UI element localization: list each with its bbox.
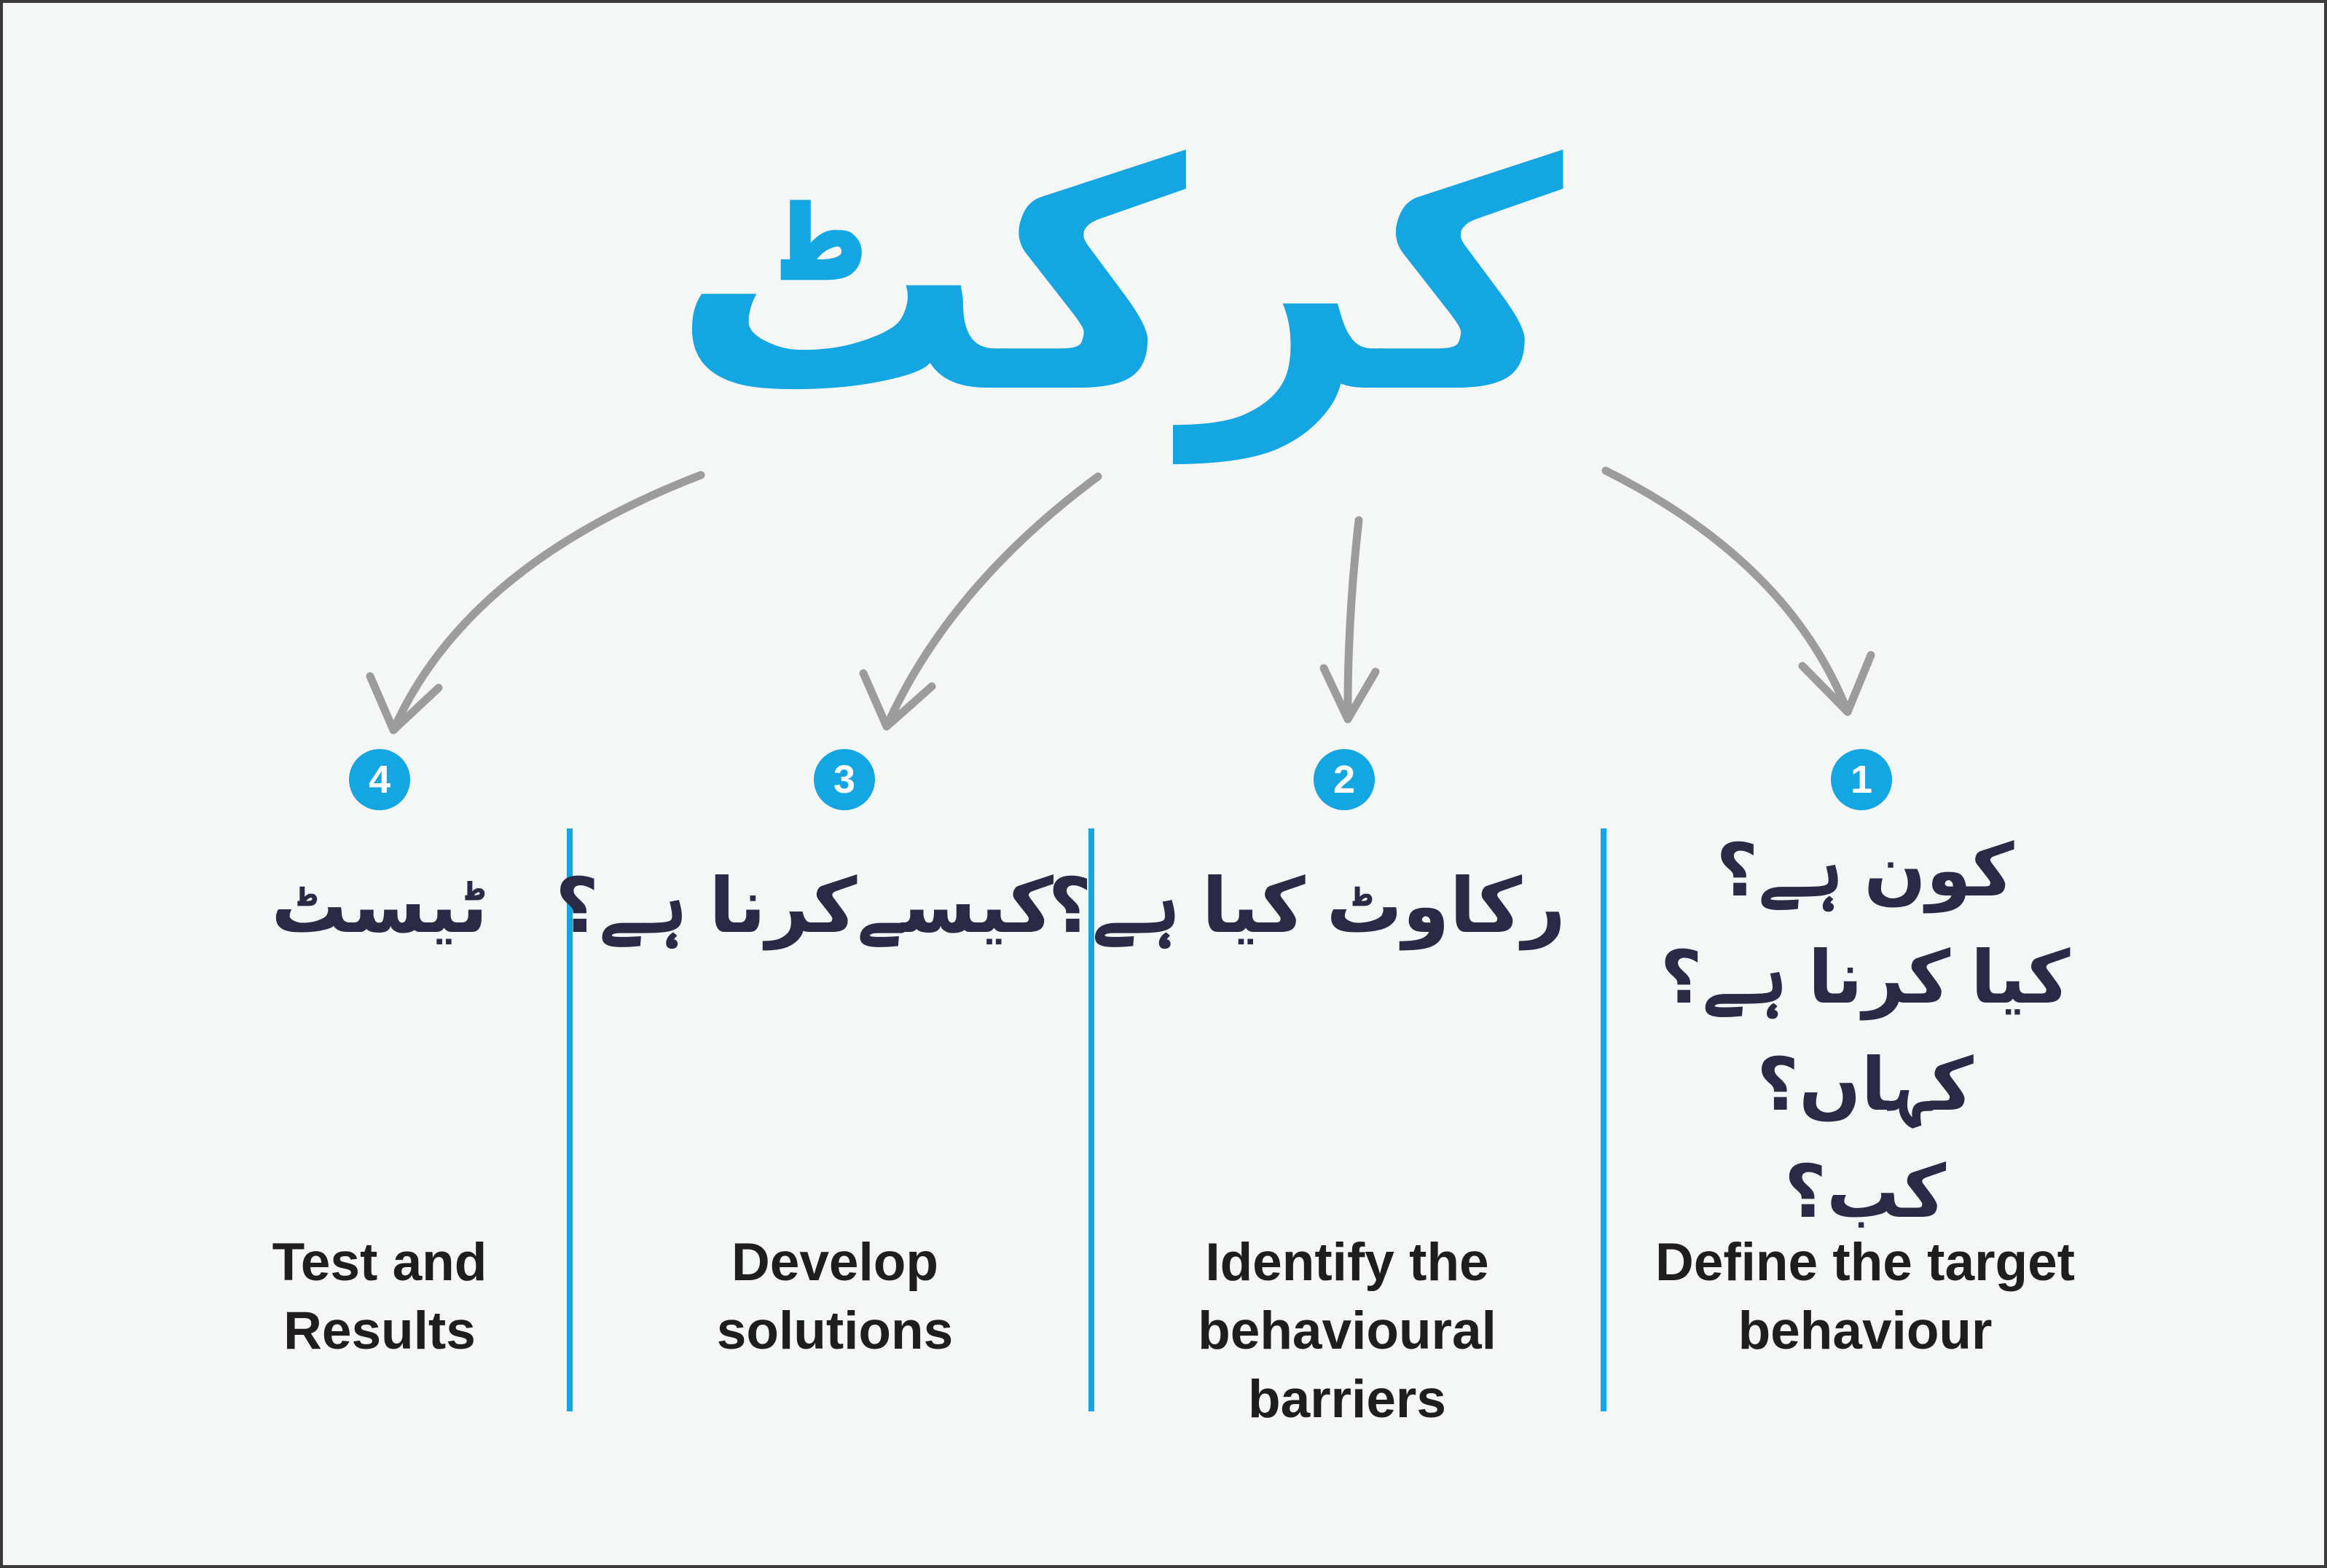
english-caption-step-3: Develop solutions <box>598 1228 1072 1365</box>
step-badge-1: 1 <box>1831 749 1892 810</box>
english-line: Identify the <box>1205 1233 1489 1292</box>
step-number: 2 <box>1333 758 1356 801</box>
english-line: Develop <box>731 1233 938 1292</box>
english-line: Results <box>283 1301 476 1360</box>
english-caption-step-2: Identify the behavioural barriers <box>1114 1228 1580 1434</box>
english-line: solutions <box>716 1301 954 1360</box>
urdu-line: کیا کرنا ہے؟ <box>1660 937 2071 1019</box>
step-number: 4 <box>368 758 391 801</box>
english-caption-step-1: Define the target behaviour <box>1621 1228 2109 1365</box>
column-divider <box>567 828 573 1411</box>
urdu-question-step-2: رکاوٹ کیا ہے؟ <box>1048 852 1566 961</box>
urdu-line: کب؟ <box>1783 1151 1947 1233</box>
english-caption-step-4: Test and Results <box>143 1228 616 1365</box>
urdu-question-step-1: کون ہے؟ کیا کرنا ہے؟ کہاں؟ کب؟ <box>1625 818 2106 1246</box>
column-divider <box>1601 828 1606 1411</box>
english-line: behaviour <box>1738 1301 1993 1360</box>
urdu-line: رکاوٹ کیا ہے؟ <box>1048 864 1566 949</box>
step-badge-3: 3 <box>814 749 875 810</box>
english-line: behavioural <box>1198 1301 1496 1360</box>
step-number: 3 <box>833 758 856 801</box>
urdu-line: کہاں؟ <box>1757 1044 1974 1126</box>
urdu-line: کون ہے؟ <box>1716 830 2014 912</box>
urdu-line: ٹیسٹ <box>271 864 488 949</box>
column-divider <box>1088 828 1094 1411</box>
arrow-to-step-3 <box>859 472 1102 731</box>
english-line: Test and <box>272 1233 487 1292</box>
english-line: Define the target <box>1655 1233 2075 1292</box>
step-number: 1 <box>1850 758 1873 801</box>
urdu-line: کیسےکرنا ہے؟ <box>554 864 1053 949</box>
step-badge-4: 4 <box>349 749 410 810</box>
arrow-to-step-2 <box>1319 516 1380 724</box>
step-badge-2: 2 <box>1314 749 1375 810</box>
urdu-question-step-4: ٹیسٹ <box>161 852 598 961</box>
english-line: barriers <box>1248 1370 1446 1429</box>
arrow-to-step-4 <box>366 471 705 734</box>
urdu-question-step-3: کیسےکرنا ہے؟ <box>554 852 1053 961</box>
poster-title-urdu: کرکٹ <box>672 105 1563 455</box>
